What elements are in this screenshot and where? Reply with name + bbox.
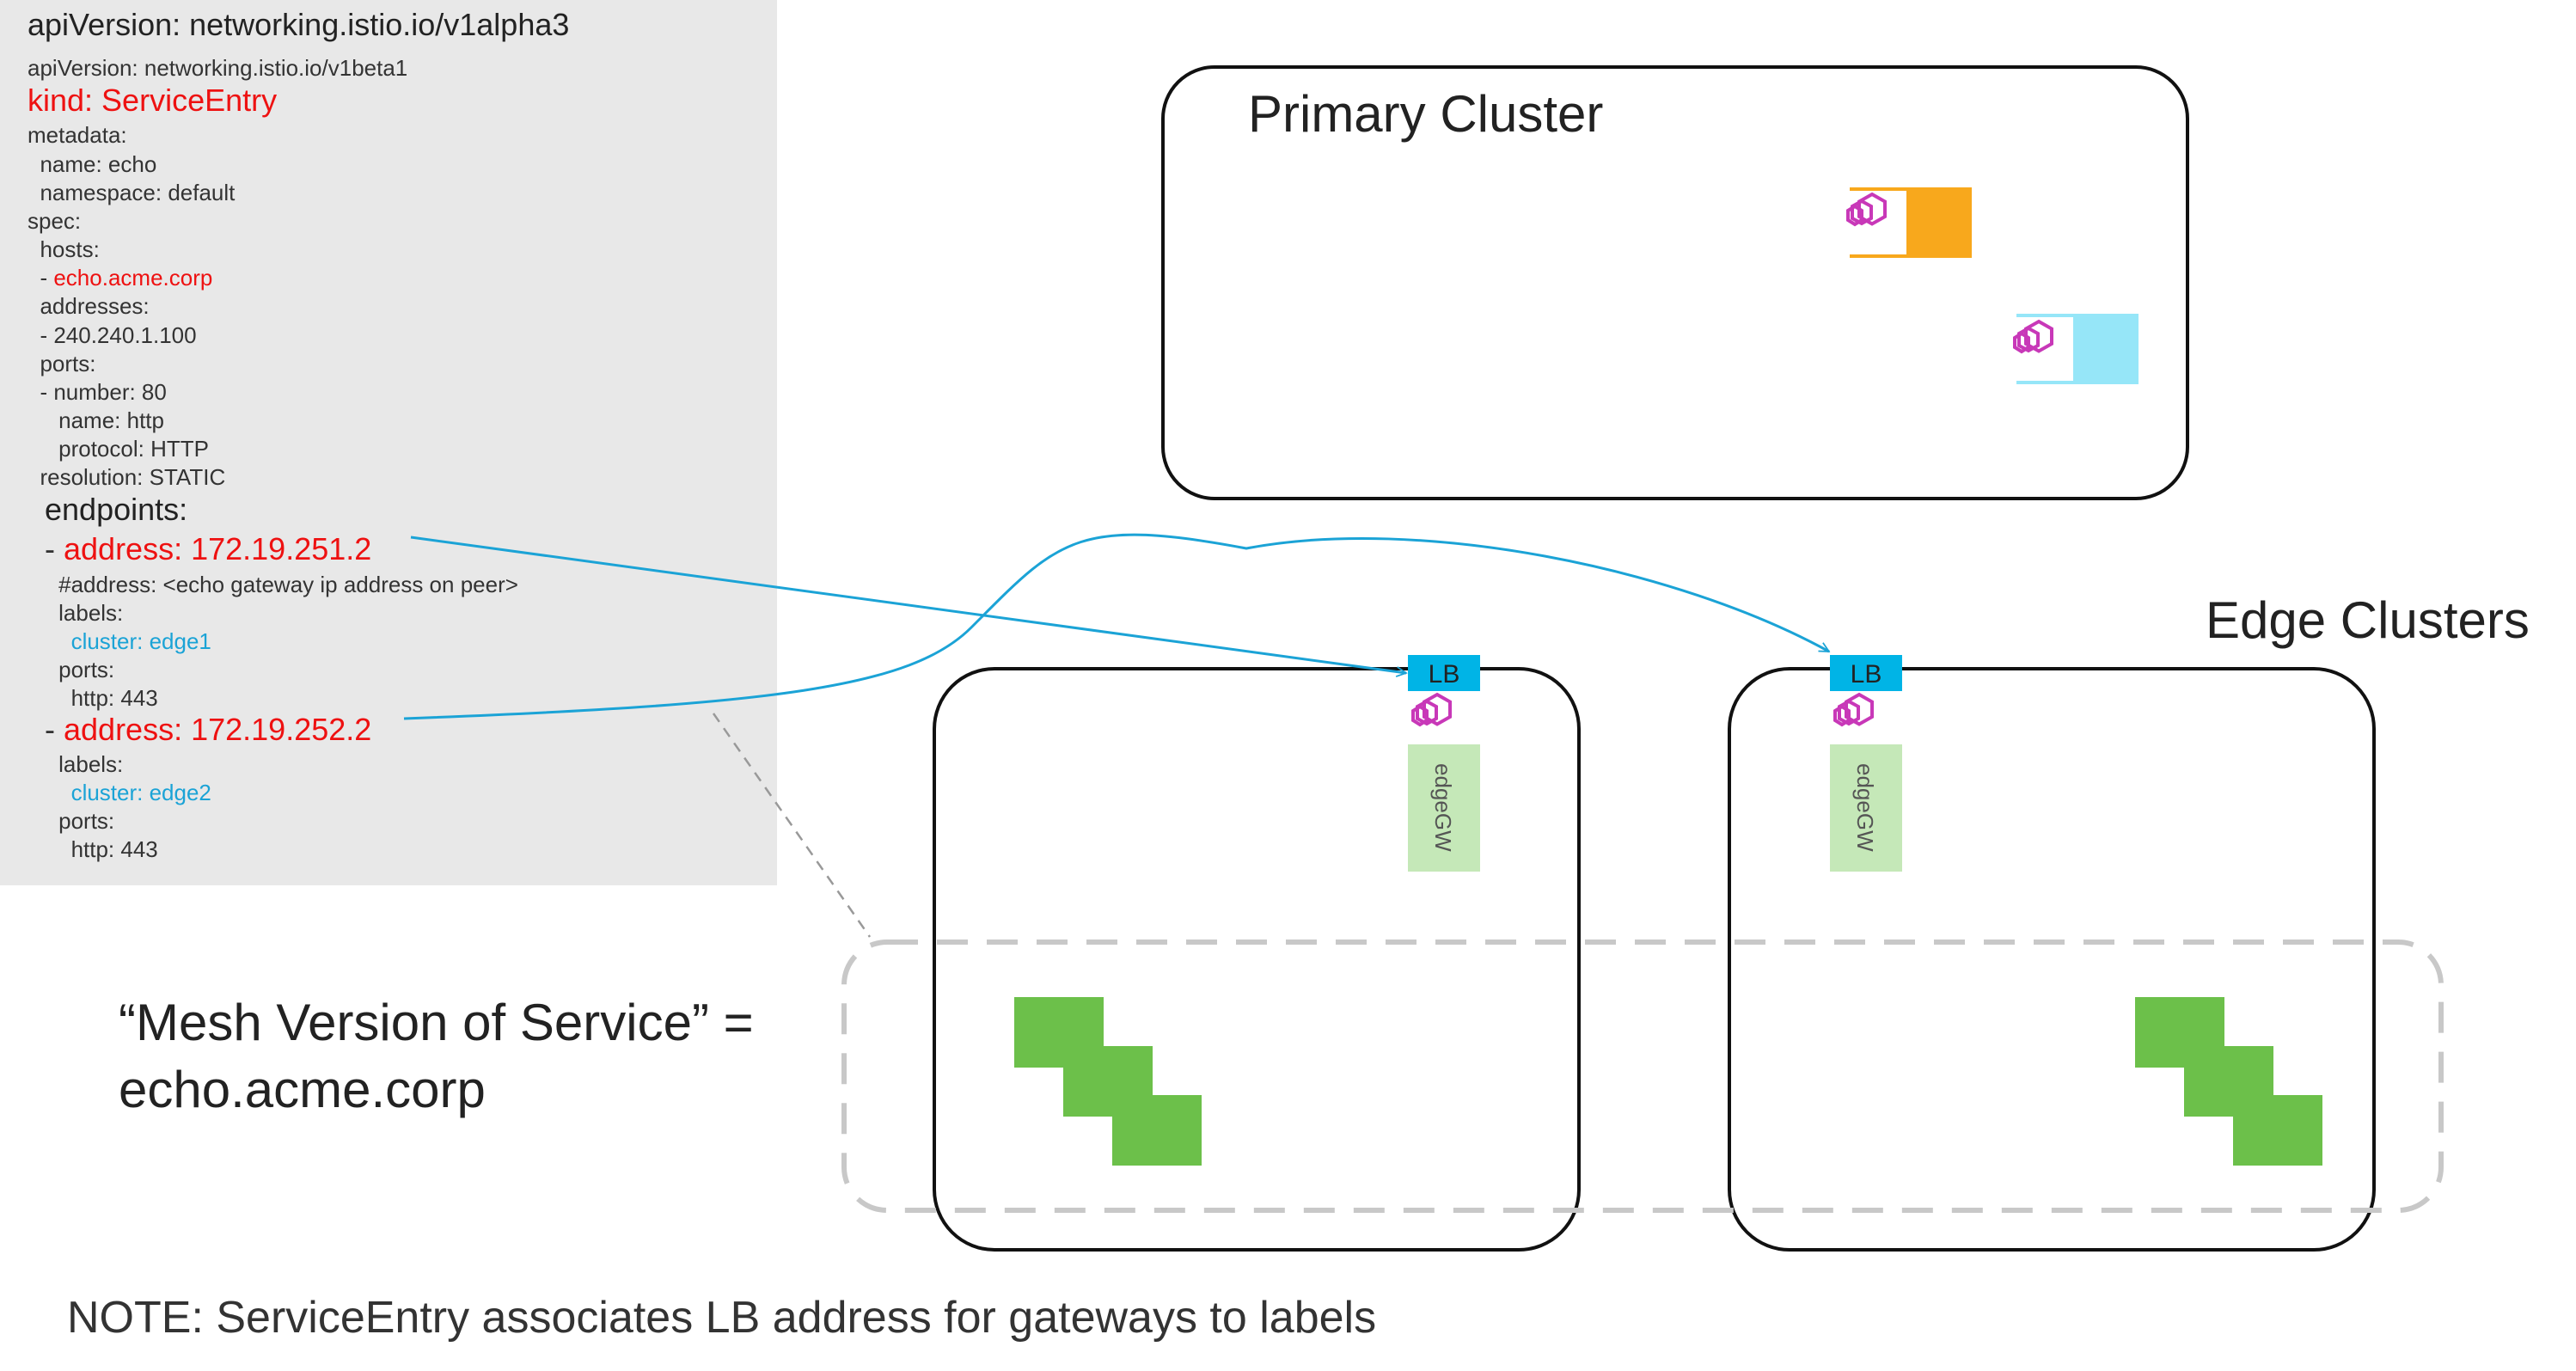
echo-service-edge2 [2135,997,2322,1166]
yaml-line-text: #address: <echo gateway ip address on pe… [28,572,518,597]
edge-gateway-1-label: edgeGW [1430,763,1456,852]
edge-gateway-2-label: edgeGW [1852,763,1878,852]
primary-cluster-box [1161,65,2189,500]
footer-note: NOTE: ServiceEntry associates LB address… [67,1293,1376,1343]
yaml-line-text: - [28,531,64,566]
yaml-line-text: labels: [28,751,124,777]
yaml-line-text: - number: 80 [28,379,167,405]
yaml-line-text: apiVersion: networking.istio.io/v1beta1 [28,55,408,81]
mesh-caption-line2: echo.acme.corp [119,1061,486,1118]
serviceentry-yaml-panel: apiVersion: networking.istio.io/v1alpha3… [0,0,777,885]
edge-clusters-title: Edge Clusters [2206,591,2530,649]
yaml-line-text: - [28,712,64,747]
echo-service-edge1 [1014,997,1202,1166]
mesh-connector-line [712,713,872,938]
yaml-line: - echo.acme.corp [28,265,212,291]
yaml-line: ports: [28,351,95,377]
yaml-line: resolution: STATIC [28,464,225,491]
yaml-line: name: echo [28,151,156,178]
lb-2-label: LB [1851,660,1882,689]
yaml-line-text: endpoints: [28,492,188,527]
yaml-line: http: 443 [28,685,158,712]
yaml-line: labels: [28,600,123,627]
primary-cluster-title: Primary Cluster [1248,85,1603,143]
edge-gateway-1: edgeGW LB [1408,655,1480,872]
yaml-highlight: address: 172.19.251.2 [64,531,372,566]
yaml-line-text: resolution: STATIC [28,464,226,490]
lb-1-label: LB [1429,660,1460,689]
yaml-line-text: addresses: [28,293,150,319]
yaml-line: hosts: [28,236,100,263]
primary-pod-cyan [2013,314,2139,384]
yaml-line-text: spec: [28,208,82,234]
endpoint-arrow-edge1 [410,536,1406,673]
yaml-line: namespace: default [28,180,235,206]
edge-gateway-2: edgeGW LB [1830,655,1902,872]
yaml-line: labels: [28,751,123,778]
yaml-line: http: 443 [28,836,158,863]
yaml-line-text: - [28,265,54,291]
yaml-line: spec: [28,208,81,235]
yaml-line-text: protocol: HTTP [28,436,209,462]
edge-cluster-1-box [933,667,1581,1252]
yaml-line: name: http [28,407,164,434]
edge-cluster-2-box [1728,667,2376,1252]
yaml-line-text: ports: [28,808,115,834]
yaml-highlight: address: 172.19.252.2 [64,712,372,747]
mesh-caption-line1: “Mesh Version of Service” = [119,994,754,1051]
yaml-line: apiVersion: networking.istio.io/v1alpha3 [28,7,569,43]
yaml-line: kind: ServiceEntry [28,83,277,119]
lb-1-badge [1408,655,1480,691]
yaml-line-text: ports: [28,657,115,682]
yaml-line-text: labels: [28,600,124,626]
yaml-line: cluster: edge1 [28,628,211,655]
primary-pod-orange [1846,187,1972,258]
yaml-line-text: metadata: [28,122,127,148]
yaml-line-text: http: 443 [28,685,158,711]
yaml-line: cluster: edge2 [28,780,211,806]
endpoint-arrow-edge2 [403,533,1829,720]
yaml-line: ports: [28,657,114,683]
yaml-line: - address: 172.19.252.2 [28,712,371,748]
yaml-line-text: hosts: [28,236,100,262]
yaml-line: protocol: HTTP [28,436,209,462]
yaml-line: - 240.240.1.100 [28,322,197,349]
yaml-line: #address: <echo gateway ip address on pe… [28,572,518,598]
yaml-line-text: http: 443 [28,836,158,862]
yaml-line: ports: [28,808,114,835]
yaml-line-text: - 240.240.1.100 [28,322,197,348]
lb-2-badge [1830,655,1902,691]
yaml-line: - number: 80 [28,379,167,406]
yaml-line-text: name: http [28,407,164,433]
yaml-line-text: kind: ServiceEntry [28,83,278,118]
yaml-highlight: echo.acme.corp [53,265,213,291]
yaml-line: endpoints: [28,492,187,528]
yaml-line: - address: 172.19.251.2 [28,531,371,567]
yaml-line-text: cluster: edge1 [28,628,211,654]
yaml-line-text: cluster: edge2 [28,780,211,805]
yaml-line-text: name: echo [28,151,157,177]
mesh-service-outline [841,940,2444,1213]
yaml-line: apiVersion: networking.istio.io/v1beta1 [28,55,407,82]
yaml-line-text: ports: [28,351,96,376]
yaml-line-text: namespace: default [28,180,236,205]
yaml-line-text: apiVersion: networking.istio.io/v1alpha3 [28,7,570,42]
yaml-line: addresses: [28,293,150,320]
yaml-line: metadata: [28,122,127,149]
